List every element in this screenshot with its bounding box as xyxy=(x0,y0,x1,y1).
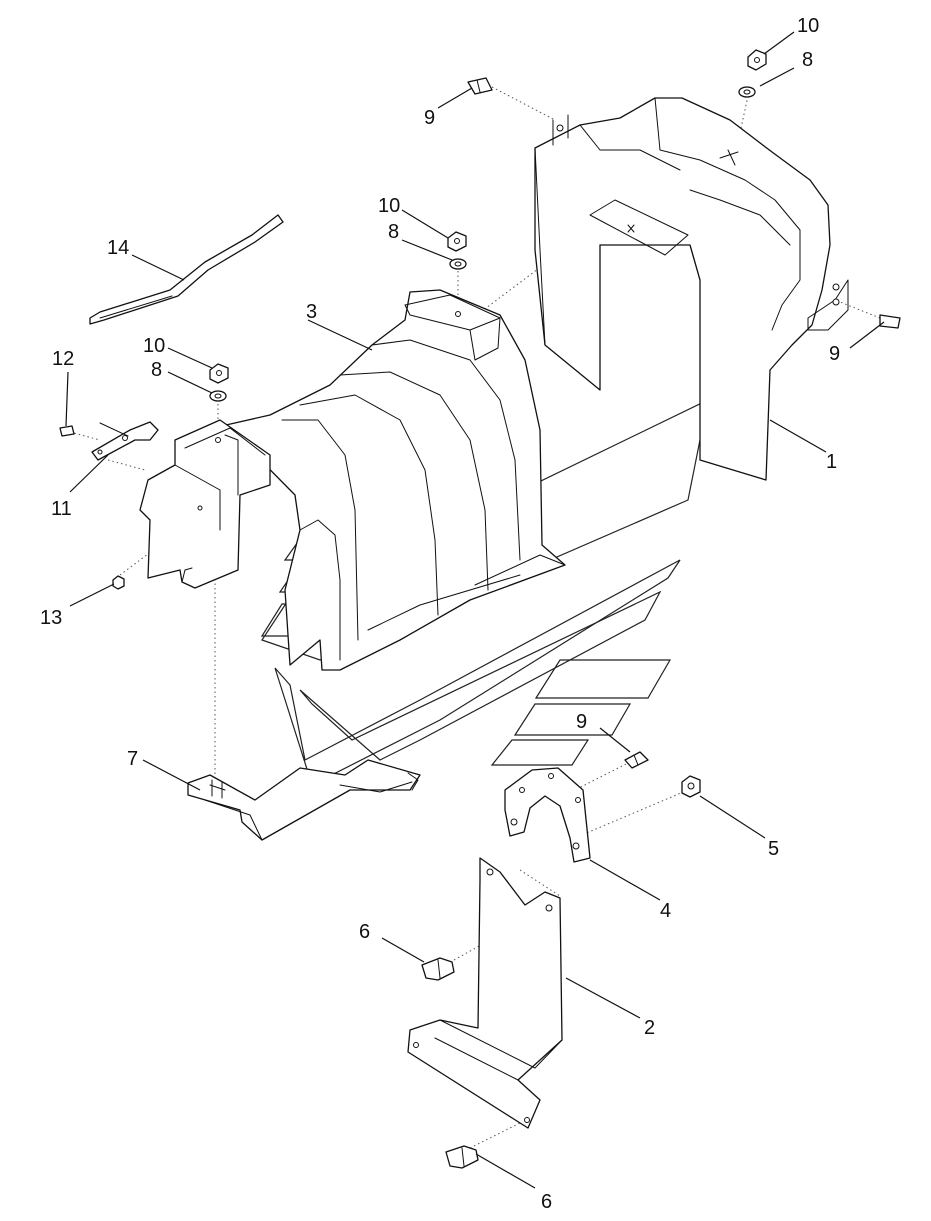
callout-11: 11 xyxy=(51,498,72,520)
fastener-washer-8-left xyxy=(209,390,227,402)
callout-5: 5 xyxy=(768,838,779,860)
callout-10-mid: 10 xyxy=(378,195,400,217)
fastener-bolt-9-right xyxy=(879,314,901,329)
callout-9-lower: 9 xyxy=(576,711,587,733)
part-4-half-ring xyxy=(504,767,591,863)
fastener-nut-10-mid xyxy=(447,231,467,252)
callout-13: 13 xyxy=(40,607,62,629)
callout-9-right: 9 xyxy=(829,343,840,365)
callout-12: 12 xyxy=(52,348,74,370)
fastener-washer-8-mid xyxy=(449,258,467,270)
part-14-strap xyxy=(89,214,284,325)
callout-14: 14 xyxy=(107,237,129,259)
fastener-washer-8-top xyxy=(738,86,756,98)
fastener-bolt-9-top xyxy=(467,77,493,95)
callout-10-left: 10 xyxy=(143,335,165,357)
fastener-nut-5 xyxy=(681,775,701,798)
leader-lines xyxy=(65,31,885,1189)
part-2-mount-bracket xyxy=(407,857,563,1129)
callout-8-left: 8 xyxy=(151,359,162,381)
callout-9-top: 9 xyxy=(424,107,435,129)
fastener-nut-10-left xyxy=(209,363,229,384)
fastener-nut-13 xyxy=(112,575,125,590)
callout-labels: 1 2 3 4 5 6 6 7 8 8 8 9 9 9 10 10 10 11 … xyxy=(40,15,840,1213)
callout-7: 7 xyxy=(127,748,138,770)
fastener-bolt-6-upper xyxy=(421,957,455,981)
fastener-screw-12 xyxy=(59,425,75,437)
fastener-bolt-9-lower xyxy=(624,751,649,769)
part-11-side-plate xyxy=(139,419,271,589)
callout-2: 2 xyxy=(644,1017,655,1039)
callout-4: 4 xyxy=(660,900,671,922)
part-1-rear-housing xyxy=(534,97,849,481)
callout-6-lower: 6 xyxy=(541,1191,552,1213)
part-7-bottom-bracket xyxy=(187,759,421,841)
callout-3: 3 xyxy=(306,301,317,323)
part-11-clip xyxy=(91,421,159,461)
callout-8-top: 8 xyxy=(802,49,813,71)
callout-6-upper: 6 xyxy=(359,921,370,943)
callout-10-top: 10 xyxy=(797,15,819,37)
fastener-nut-10-top xyxy=(747,49,767,71)
part-3-front-housing xyxy=(225,289,566,671)
callout-1: 1 xyxy=(826,451,837,473)
callout-8-mid: 8 xyxy=(388,221,399,243)
fastener-bolt-6-lower xyxy=(445,1145,479,1169)
